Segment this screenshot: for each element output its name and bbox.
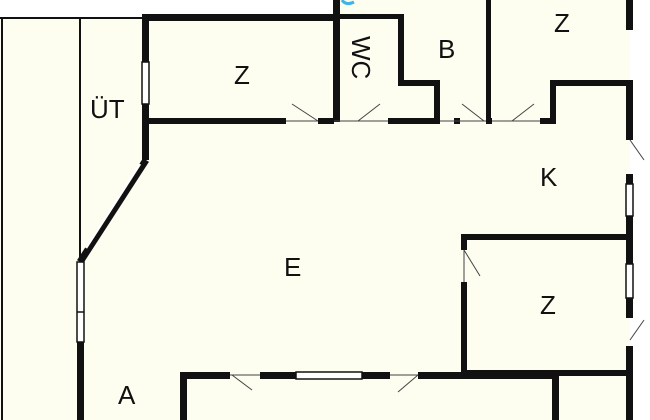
diagonal-window-wall [77,158,149,264]
terrace-lines [0,17,146,420]
room-label-z-top-left: Z [234,60,250,90]
room-label-e: E [284,252,301,282]
exterior-right [636,0,650,420]
floor-areas [0,0,630,420]
windows [76,61,634,380]
doors [230,103,645,393]
room-label-z-right: Z [540,290,556,320]
floor-wc-b [336,0,488,122]
exterior-top-left [0,0,336,16]
room-label-k: K [540,162,558,192]
room-label-z-top-right: Z [554,8,570,38]
room-label-wc: WC [346,36,376,79]
room-label-a: A [118,380,136,410]
accent-mark [340,0,355,6]
room-label-ut: ÜT [90,94,125,124]
floor-z-top-right [490,0,630,122]
floor-z-top-left [146,20,336,122]
walls [77,0,633,420]
room-label-b: B [438,34,455,64]
